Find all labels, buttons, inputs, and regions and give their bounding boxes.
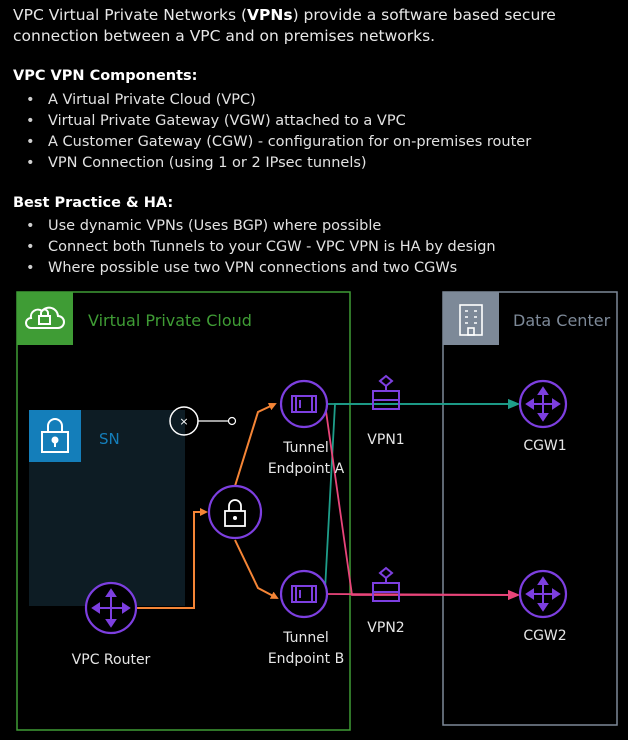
list-item: Virtual Private Gateway (VGW) attached t… [24,111,531,132]
vpc-border [16,291,351,731]
vpn2-label: VPN2 [367,620,404,636]
datacenter-label: Data Center [513,311,611,330]
tunnel-b-label-line1: Tunnel [282,630,329,646]
list-item: VPN Connection (using 1 or 2 IPsec tunne… [24,153,531,174]
svg-text:×: × [179,415,188,428]
cloud-lock-icon [25,306,65,329]
padlock-icon [41,418,69,453]
components-title: VPC VPN Components: [13,68,198,84]
router-label: VPC Router [72,652,151,668]
router-icon [84,581,138,635]
components-list: A Virtual Private Cloud (VPC) Virtual Pr… [24,90,531,174]
tunnel-endpoint-a-icon [279,379,329,429]
intro-prefix: VPC Virtual Private Networks ( [13,6,248,24]
datacenter-group: Data Center [442,291,618,726]
vpc-group: Virtual Private Cloud [16,291,351,731]
vpn-gateway-icon [372,566,400,602]
cgw1-label: CGW1 [523,438,566,454]
pink-tunnels [324,403,520,600]
tunnel-a-label-line1: Tunnel [282,440,329,456]
subnet-group: SN [29,410,185,606]
orange-routes [127,402,279,609]
intro-suffix: ) provide a software based secure connec… [13,6,556,45]
vpc-label: Virtual Private Cloud [88,311,252,330]
building-icon [459,304,483,336]
list-item: A Customer Gateway (CGW) - configuration… [24,132,531,153]
subnet-icon-box [29,410,81,462]
best-practice-title: Best Practice & HA: [13,195,174,211]
subnet-label: SN [99,430,120,448]
vpn1-label: VPN1 [367,432,404,448]
best-practice-list: Use dynamic VPNs (Uses BGP) where possib… [24,216,496,279]
list-item: Use dynamic VPNs (Uses BGP) where possib… [24,216,496,237]
vpn-gateway-icon [372,374,400,410]
list-item: Where possible use two VPN connections a… [24,258,496,279]
list-item: A Virtual Private Cloud (VPC) [24,90,531,111]
router-icon [518,379,568,429]
teal-tunnels [324,399,520,591]
list-item: Connect both Tunnels to your CGW - VPC V… [24,237,496,258]
tunnel-a-label-line2: Endpoint A [268,461,345,477]
datacenter-icon-box [443,292,499,345]
intro-paragraph: VPC Virtual Private Networks (VPNs) prov… [13,5,618,47]
disconnect-icon: × [169,406,237,436]
tunnel-b-label-line2: Endpoint B [268,651,344,667]
router-icon [518,569,568,619]
datacenter-border [442,291,618,726]
cgw2-label: CGW2 [523,628,566,644]
tunnel-endpoint-b-icon [279,569,329,619]
intro-bold: VPNs [247,6,293,24]
lock-icon [207,484,263,540]
